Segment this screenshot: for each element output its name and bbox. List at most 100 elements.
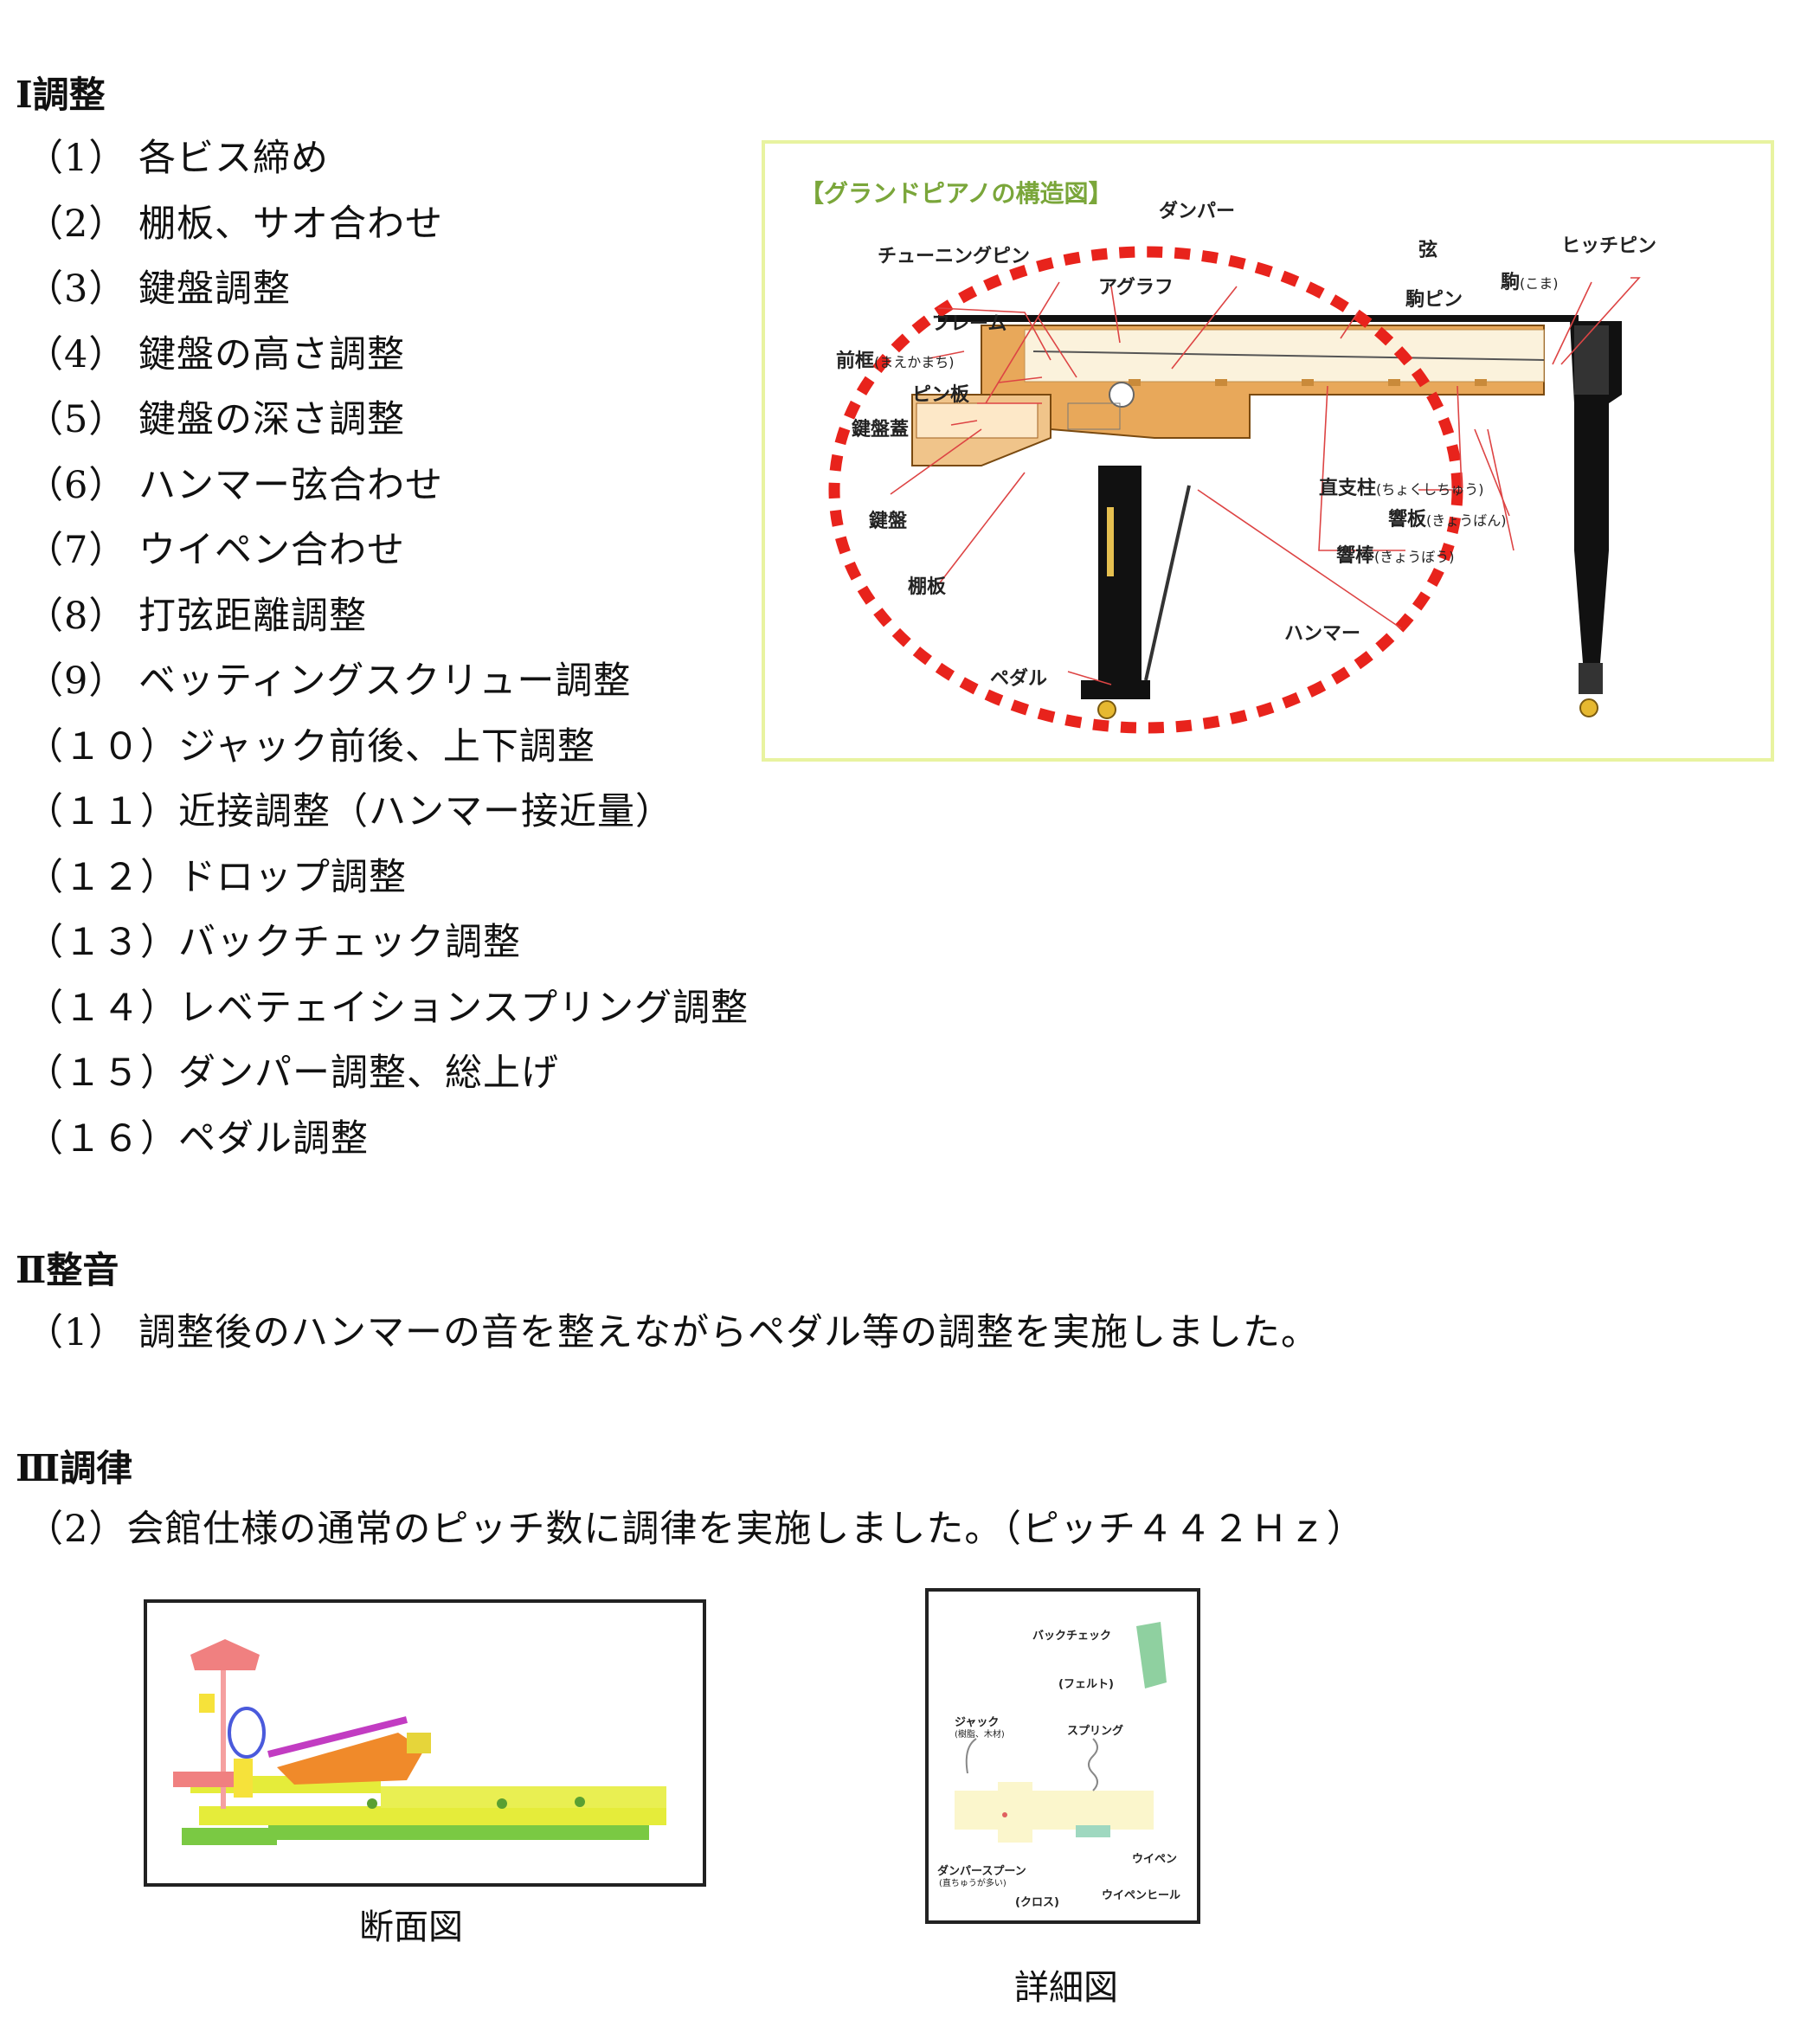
label-rib: 響棒(きょうぼう) xyxy=(1336,540,1455,568)
label-hammer: ハンマー xyxy=(1284,623,1361,645)
adjustment-item: （8）打弦距離調整 xyxy=(26,586,367,640)
adjustment-item-text: ダンパー調整、総上げ xyxy=(178,1052,559,1095)
adjustment-item: （１５）ダンパー調整、総上げ xyxy=(26,1043,559,1097)
adjustment-item-text: ベッティングスクリュー調整 xyxy=(138,659,632,703)
label-tuning-pin: チューニングピン xyxy=(878,246,1031,267)
section1-heading: Ⅰ調整 xyxy=(16,74,106,116)
section3-heading: Ⅲ調律 xyxy=(16,1447,133,1489)
adjustment-item-num: （3） xyxy=(26,267,127,311)
tuning-item: （2）会館仕様の通常のピッチ数に調律を実施しました。（ピッチ４４２Ｈｚ） xyxy=(26,1499,1365,1553)
detail-figure: バックチェック (フェルト) ジャック (樹脂、木材) スプリング ダンパースプ… xyxy=(925,1588,1200,1924)
adjustment-item: （1） 各ビス締め xyxy=(26,128,329,182)
label-felt: (フェルト) xyxy=(1058,1678,1114,1691)
adjustment-item-text: ジャック前後、上下調整 xyxy=(178,724,595,769)
label-jack-note: (樹脂、木材) xyxy=(955,1730,1005,1740)
adjustment-item: （5） 鍵盤の深さ調整 xyxy=(26,389,405,443)
detail-caption: 詳細図 xyxy=(1014,1968,1118,2008)
label-spring: スプリング xyxy=(1067,1725,1124,1738)
adjustment-item-num: （2） xyxy=(26,202,127,246)
tuning-item-text: 会館仕様の通常のピッチ数に調律を実施しました。（ピッチ４４２Ｈｚ） xyxy=(126,1508,1365,1551)
adjustment-item: （１１）近接調整（ハンマー接近量） xyxy=(26,782,673,835)
adjustment-item: （１４）レベテェイションスプリング調整 xyxy=(26,978,749,1032)
adjustment-item-num: （7） xyxy=(26,529,127,572)
adjustment-item-text: ドロップ調整 xyxy=(178,855,407,899)
label-agraffe: アグラフ xyxy=(1098,277,1174,299)
label-damper: ダンパー xyxy=(1159,201,1236,222)
label-bridge-text: 駒 xyxy=(1501,272,1521,293)
grand-piano-structure-diagram: 【グランドピアノの構造図】 ダンパー 弦 ヒッチピン チューニングピン アグラフ… xyxy=(762,140,1774,762)
diagram-title: 【グランドピアノの構造図】 xyxy=(800,179,1113,208)
adjustment-item: （１２）ドロップ調整 xyxy=(26,847,407,901)
label-key-bed: 棚板 xyxy=(908,576,947,598)
adjustment-item-num: （4） xyxy=(26,332,127,376)
voicing-item-num: （1） xyxy=(26,1311,127,1354)
label-soundboard-reading: (きょうばん) xyxy=(1426,512,1507,529)
adjustment-item-num: （6） xyxy=(26,463,127,507)
label-hitch-pin: ヒッチピン xyxy=(1561,235,1657,257)
label-bridge-reading: (こま) xyxy=(1520,275,1559,292)
adjustment-item-text: 近接調整（ハンマー接近量） xyxy=(178,790,673,833)
adjustment-item-num: （１１） xyxy=(26,790,178,833)
voicing-item-text: 調整後のハンマーの音を整えながらペダル等の調整を実施しました。 xyxy=(138,1311,1319,1354)
adjustment-item-text: ペダル調整 xyxy=(178,1116,369,1161)
adjustment-item: （１６）ペダル調整 xyxy=(26,1109,369,1162)
adjustment-item-num: （9） xyxy=(26,659,127,703)
adjustment-item-num: （１３） xyxy=(26,921,178,964)
adjustment-item-text: 各ビス締め xyxy=(138,137,329,180)
adjustment-item: （4）鍵盤の高さ調整 xyxy=(26,325,405,378)
adjustment-item-text: レベテェイションスプリング調整 xyxy=(178,986,749,1030)
label-damper-spoon-note: (直ちゅうが多い) xyxy=(939,1879,1006,1888)
adjustment-item-text: 鍵盤の高さ調整 xyxy=(138,332,405,376)
label-keyboard: 鍵盤 xyxy=(869,511,908,532)
adjustment-item-num: （１４） xyxy=(26,986,178,1030)
voicing-item: （1） 調整後のハンマーの音を整えながらペダル等の調整を実施しました。 xyxy=(26,1303,1319,1356)
cross-section-caption: 断面図 xyxy=(359,1907,463,1947)
adjustment-item: （2）棚板、サオ合わせ xyxy=(26,194,443,248)
label-key-cover: 鍵盤蓋 xyxy=(852,419,910,441)
label-front-frame-text: 前框 xyxy=(836,351,875,372)
detail-illustration xyxy=(955,1622,1167,1843)
tuning-item-num: （2） xyxy=(26,1508,127,1551)
adjustment-item-text: 棚板、サオ合わせ xyxy=(138,202,443,246)
label-string: 弦 xyxy=(1418,240,1438,261)
adjustment-item-num: （１６） xyxy=(26,1116,178,1161)
cross-section-figure xyxy=(144,1599,706,1887)
label-post-text: 直支柱 xyxy=(1319,478,1377,499)
label-bridge-pin: 駒ピン xyxy=(1405,289,1463,311)
adjustment-item-text: バックチェック調整 xyxy=(178,921,521,964)
label-soundboard-text: 響板 xyxy=(1388,509,1427,531)
adjustment-item-num: （１０） xyxy=(26,724,178,769)
adjustment-item-text: 打弦距離調整 xyxy=(138,594,367,638)
cross-section-illustration xyxy=(173,1639,666,1845)
adjustment-item-text: 鍵盤の深さ調整 xyxy=(138,398,405,441)
label-frame: フレーム xyxy=(931,313,1007,335)
adjustment-item-num: （1） xyxy=(26,137,127,180)
adjustment-item-num: （１２） xyxy=(26,855,178,899)
label-post-reading: (ちょくしちゅう) xyxy=(1376,481,1484,498)
adjustment-item-text: ハンマー弦合わせ xyxy=(138,463,443,507)
label-back-check: バックチェック xyxy=(1032,1630,1112,1643)
label-jack: ジャック xyxy=(955,1716,1000,1729)
adjustment-item: （3）鍵盤調整 xyxy=(26,259,291,312)
label-wippen-heel: ウイペンヒール xyxy=(1102,1889,1181,1902)
adjustment-item-num: （5） xyxy=(26,398,127,441)
label-wippen: ウイペン xyxy=(1132,1853,1178,1866)
label-damper-spoon: ダンパースプーン xyxy=(937,1865,1026,1878)
label-bridge: 駒(こま) xyxy=(1501,267,1559,294)
adjustment-item: （１０）ジャック前後、上下調整 xyxy=(26,717,595,770)
adjustment-item: （１３）バックチェック調整 xyxy=(26,912,521,966)
adjustment-item: （9）ベッティングスクリュー調整 xyxy=(26,651,631,704)
label-soundboard: 響板(きょうばん) xyxy=(1388,504,1507,531)
label-post: 直支柱(ちょくしちゅう) xyxy=(1319,473,1484,500)
label-rib-text: 響棒 xyxy=(1336,545,1375,567)
label-rib-reading: (きょうぼう) xyxy=(1374,549,1455,565)
adjustment-item: （7） ウイペン合わせ xyxy=(26,520,405,574)
adjustment-item-num: （１５） xyxy=(26,1052,178,1095)
label-front-frame: 前框(まえかまち) xyxy=(836,345,955,373)
adjustment-item-text: 鍵盤調整 xyxy=(138,267,291,311)
adjustment-item-text: ウイペン合わせ xyxy=(138,529,405,572)
section2-heading: Ⅱ整音 xyxy=(16,1249,119,1291)
label-cloth: (クロス) xyxy=(1015,1896,1059,1909)
adjustment-item: （6）ハンマー弦合わせ xyxy=(26,455,443,509)
label-pedal: ペダル xyxy=(990,668,1048,690)
